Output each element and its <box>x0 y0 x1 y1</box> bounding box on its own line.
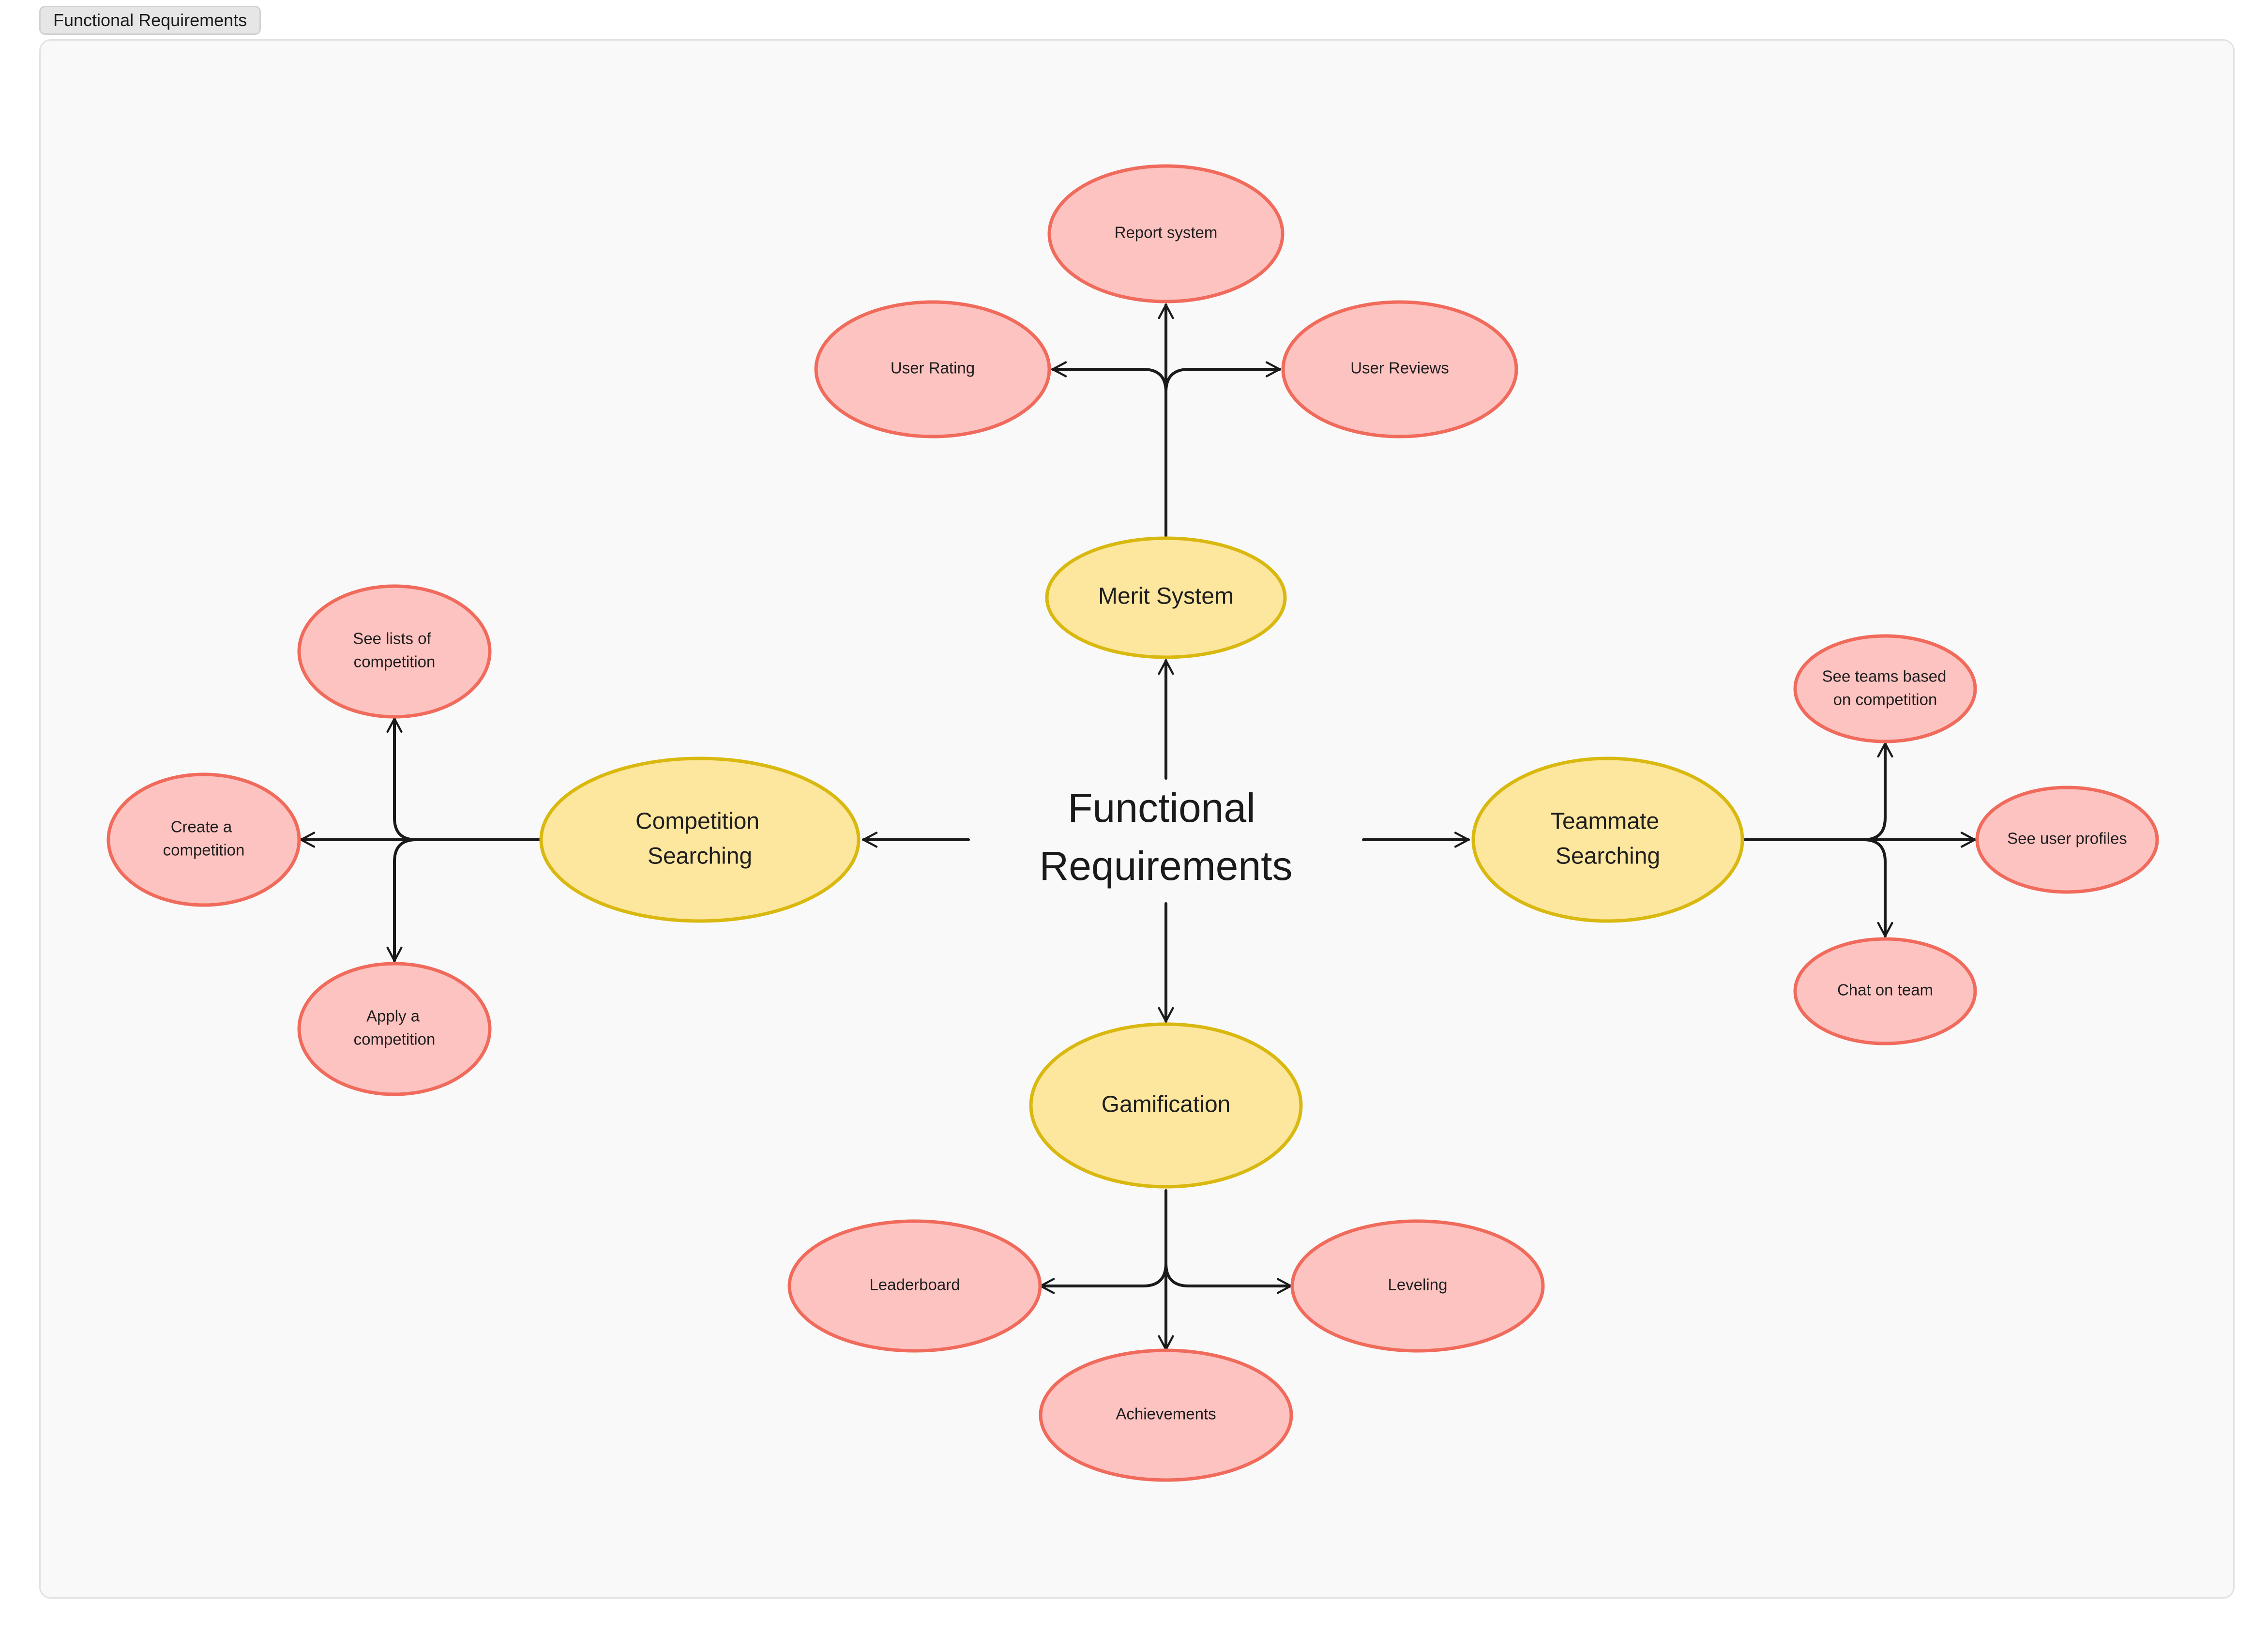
connector-merit-to-user-rating <box>1051 361 1167 393</box>
connector-gamification-to-leaderboard <box>1039 1262 1167 1294</box>
user-rating-label: User Rating <box>891 359 975 377</box>
user-rating-node[interactable]: User Rating <box>814 300 1051 438</box>
leaderboard-label: Leaderboard <box>869 1276 960 1294</box>
create-a-competition-label-line-2: competition <box>163 841 245 859</box>
apply-a-competition-node[interactable]: Apply a competition <box>297 962 492 1096</box>
competition-searching-label-line-1: Competition <box>635 809 759 834</box>
apply-a-competition-label-line-1: Apply a <box>366 1007 420 1025</box>
report-system-label: Report system <box>1115 224 1218 242</box>
center-title: Functional Requirements <box>1040 785 1293 889</box>
merit-system-node[interactable]: Merit System <box>1045 536 1287 659</box>
connector-competition-to-see-lists <box>386 717 418 841</box>
report-system-node[interactable]: Report system <box>1047 164 1285 303</box>
chat-on-team-label: Chat on team <box>1837 981 1933 999</box>
leaderboard-node[interactable]: Leaderboard <box>787 1219 1042 1353</box>
teammate-searching-label-line-2: Searching <box>1556 844 1660 869</box>
achievements-node[interactable]: Achievements <box>1039 1348 1293 1482</box>
chat-on-team-node[interactable]: Chat on team <box>1793 937 1977 1045</box>
teammate-searching-label-line-1: Teammate <box>1551 809 1659 834</box>
see-teams-label-line-2: on competition <box>1833 691 1937 709</box>
gamification-label: Gamification <box>1102 1092 1231 1118</box>
see-user-profiles-label: See user profiles <box>2007 830 2127 847</box>
gamification-node[interactable]: Gamification <box>1029 1022 1303 1189</box>
leveling-node[interactable]: Leveling <box>1290 1219 1545 1353</box>
connector-teammate-to-see-teams <box>1862 742 1893 841</box>
connector-teammate-to-chat <box>1862 838 1893 937</box>
see-user-profiles-node[interactable]: See user profiles <box>1975 786 2159 894</box>
connector-gamification-to-leveling <box>1164 1262 1292 1294</box>
user-reviews-label: User Reviews <box>1350 359 1449 377</box>
see-teams-label-line-1: See teams based <box>1822 667 1947 685</box>
merit-system-label: Merit System <box>1098 584 1234 609</box>
create-a-competition-node[interactable]: Create a competition <box>106 772 301 907</box>
connectors <box>300 303 1976 1351</box>
competition-searching-label-line-2: Searching <box>648 844 752 869</box>
connector-merit-to-user-reviews <box>1164 361 1281 393</box>
see-lists-of-competition-label-line-2: competition <box>354 653 436 671</box>
frame-title-tag[interactable]: Functional Requirements <box>39 6 261 35</box>
competition-searching-node[interactable]: Competition Searching <box>539 756 861 923</box>
user-reviews-node[interactable]: User Reviews <box>1281 300 1518 438</box>
leveling-label: Leveling <box>1388 1276 1448 1294</box>
achievements-label: Achievements <box>1116 1405 1216 1423</box>
teammate-searching-node[interactable]: Teammate Searching <box>1471 756 1744 923</box>
apply-a-competition-label-line-2: competition <box>354 1030 436 1048</box>
connector-competition-to-apply <box>386 838 418 962</box>
see-lists-of-competition-label-line-1: See lists of <box>353 630 431 648</box>
center-title-line-1: Functional <box>1068 785 1255 831</box>
see-teams-based-on-competition-node[interactable]: See teams based on competition <box>1793 634 1977 743</box>
see-lists-of-competition-node[interactable]: See lists of competition <box>297 584 492 719</box>
create-a-competition-label-line-1: Create a <box>171 818 232 836</box>
center-title-line-2: Requirements <box>1040 843 1293 889</box>
